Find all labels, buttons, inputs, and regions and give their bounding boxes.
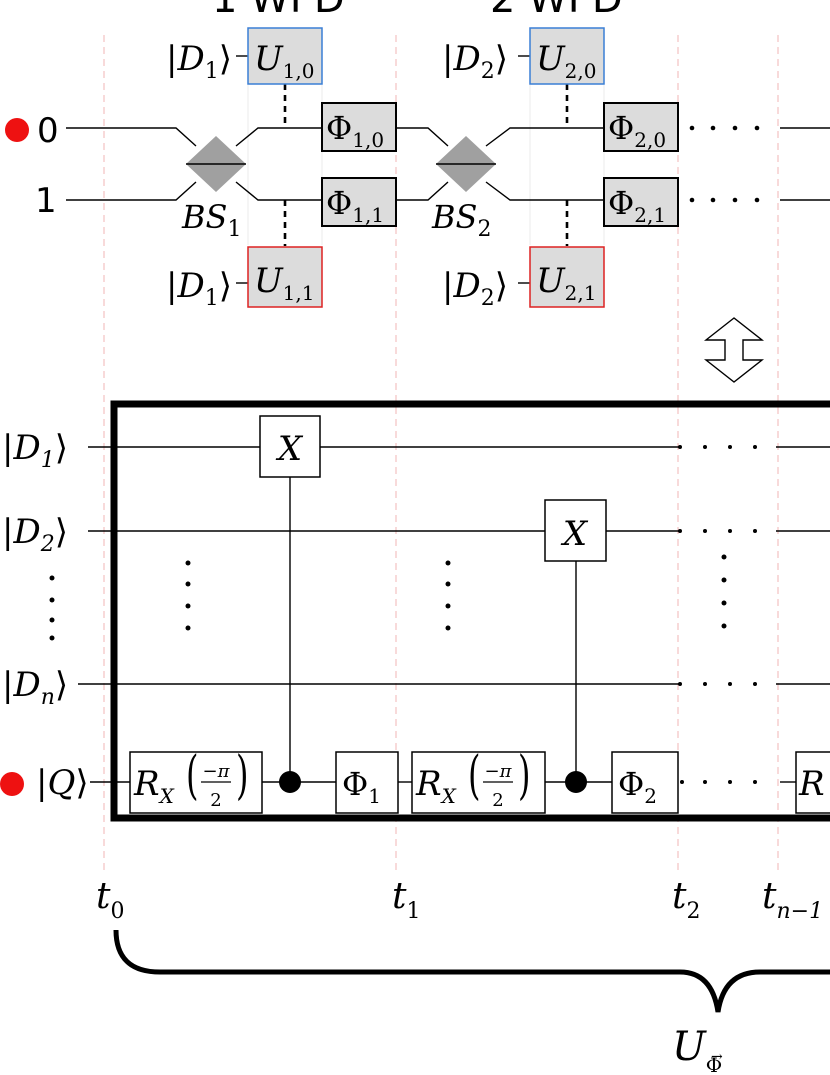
svg-text:R: R <box>798 764 825 804</box>
stage-1-header: 1 WPD <box>212 0 345 22</box>
time-t2-label: t2 <box>672 876 700 924</box>
total-unitary-label: UΦ <box>672 1024 722 1075</box>
u-2-0-gate: U2,0 <box>529 27 605 85</box>
u-2-1-gate: U2,1 <box>529 246 605 308</box>
svg-text:X: X <box>560 514 589 554</box>
time-t0-label: t0 <box>96 876 124 924</box>
svg-text:X: X <box>275 429 304 469</box>
optical-wires <box>66 55 830 284</box>
svg-text:2: 2 <box>492 790 503 811</box>
detector-1-upper-ket: |D1⟩ <box>166 39 232 84</box>
control-dot-1 <box>279 771 301 793</box>
rx-gate-2: RX ( −π 2 ) <box>411 746 546 814</box>
svg-text:U2,1: U2,1 <box>536 261 596 305</box>
svg-text:Φ2: Φ2 <box>618 765 657 808</box>
vector-arrow-icon: → <box>711 1049 723 1065</box>
svg-text:2: 2 <box>210 790 221 811</box>
phi-1-1-gate: Φ1,1 <box>321 177 397 227</box>
control-dot-2 <box>565 771 587 793</box>
stage-2-header: 2 WPD <box>490 0 623 22</box>
svg-text:Φ1,0: Φ1,0 <box>326 109 384 152</box>
svg-text:Φ2,0: Φ2,0 <box>608 109 666 152</box>
detector-1-lower-ket: |D1⟩ <box>166 266 232 311</box>
box-guides <box>247 85 605 245</box>
detector-couplings <box>283 84 569 246</box>
register-d2-label: |D2⟩ <box>2 512 68 557</box>
svg-text:U1,1: U1,1 <box>254 261 314 305</box>
phi-2-0-gate: Φ2,0 <box>603 102 679 152</box>
phi-1-gate: Φ1 <box>335 751 399 814</box>
time-t1-label: t1 <box>392 876 420 924</box>
svg-text:RX: RX <box>415 764 457 808</box>
svg-text:): ) <box>518 746 530 806</box>
circuit-frame <box>110 400 830 822</box>
beam-splitter-1 <box>186 136 246 192</box>
phi-2-1-gate: Φ2,1 <box>603 177 679 227</box>
register-d1-label: |D1⟩ <box>2 428 68 473</box>
bs-2-label: BS2 <box>431 198 491 242</box>
svg-text:RX: RX <box>133 764 175 808</box>
u-1-0-gate: U1,0 <box>247 27 323 85</box>
svg-text:U1,0: U1,0 <box>254 39 314 83</box>
phi-1-0-gate: Φ1,0 <box>321 102 397 152</box>
svg-text:−π: −π <box>203 761 231 782</box>
svg-text:(: ( <box>468 746 480 806</box>
rx-gate-1: RX ( −π 2 ) <box>129 746 263 814</box>
mode-0-label: 0 <box>37 111 59 151</box>
svg-text:(: ( <box>186 746 198 806</box>
optical-continuation-dots <box>689 125 760 203</box>
qubit-marker <box>0 772 24 796</box>
beam-splitter-2 <box>436 136 496 192</box>
qubit-q-label: |Q⟩ <box>36 763 89 803</box>
phi-2-gate: Φ2 <box>611 751 679 814</box>
svg-text:U2,0: U2,0 <box>536 39 596 83</box>
mode-1-label: 1 <box>35 181 57 221</box>
circuit-continuation-dots <box>678 445 757 784</box>
circuit-wires <box>78 446 830 783</box>
rx-gate-partial: R <box>795 751 830 814</box>
time-span-brace <box>113 929 830 1013</box>
detector-2-upper-ket: |D2⟩ <box>442 39 508 84</box>
svg-text:Φ1: Φ1 <box>342 765 381 808</box>
svg-text:−π: −π <box>485 761 513 782</box>
register-dn-label: |Dn⟩ <box>2 665 68 710</box>
svg-text:Φ1,1: Φ1,1 <box>326 184 384 227</box>
x-gate-1: X <box>259 415 321 478</box>
x-gate-2: X <box>544 499 607 562</box>
photon-marker <box>5 118 29 142</box>
u-1-1-gate: U1,1 <box>247 246 323 308</box>
detector-2-lower-ket: |D2⟩ <box>442 266 508 311</box>
svg-text:): ) <box>236 746 248 806</box>
time-tn-1-label: tn−1 <box>762 876 823 924</box>
svg-text:Φ2,1: Φ2,1 <box>608 184 666 227</box>
vertical-ellipsis-dots <box>49 554 727 641</box>
equivalence-arrow-icon <box>703 317 765 383</box>
bs-1-label: BS1 <box>181 198 241 242</box>
